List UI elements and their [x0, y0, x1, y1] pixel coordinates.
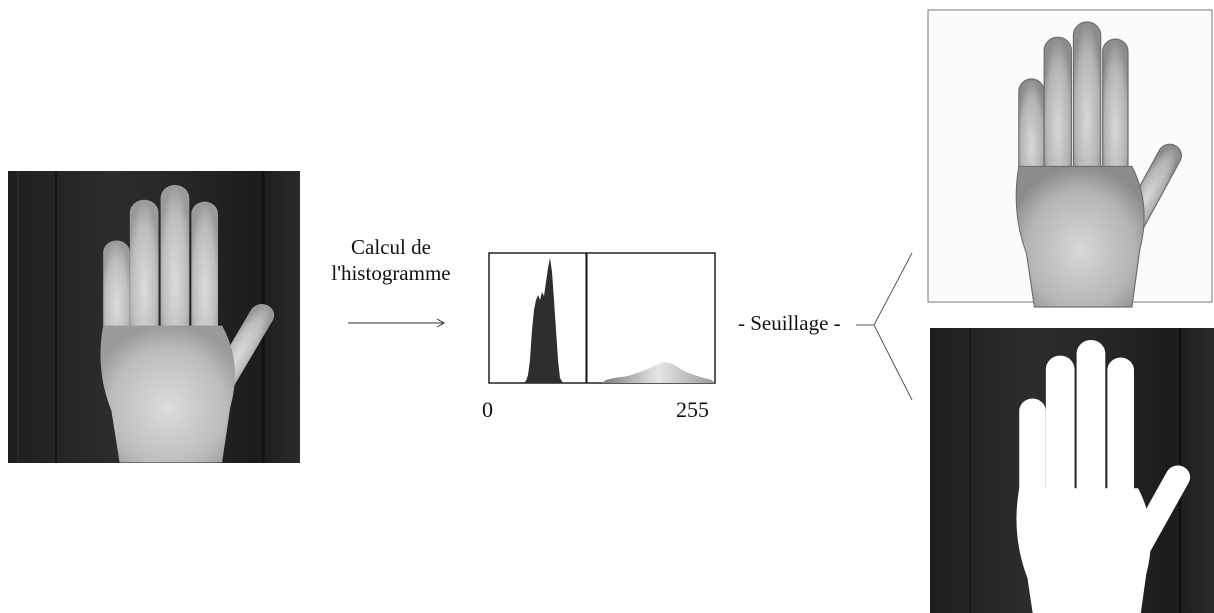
- histogram-light-mass: [602, 362, 714, 383]
- histogram-step-label-line1: Calcul de: [351, 235, 431, 259]
- arrow-to-histogram: [348, 318, 446, 328]
- histogram-step-label-line2: l'histogramme: [331, 261, 451, 285]
- histogram-axis-max: 255: [676, 397, 709, 422]
- output-hand-white-image: [927, 9, 1213, 308]
- histogram-frame: [488, 252, 716, 384]
- input-hand-image: [8, 171, 300, 463]
- output-hand-silhouette-image: [930, 328, 1214, 613]
- histogram-dark-peak: [523, 258, 563, 383]
- threshold-label: - Seuillage -: [738, 311, 841, 335]
- threshold-branch: [856, 252, 913, 401]
- histogram-axis-min: 0: [482, 397, 493, 422]
- histogram-step-label: Calcul de l'histogramme: [302, 234, 480, 286]
- histogram: [488, 252, 716, 384]
